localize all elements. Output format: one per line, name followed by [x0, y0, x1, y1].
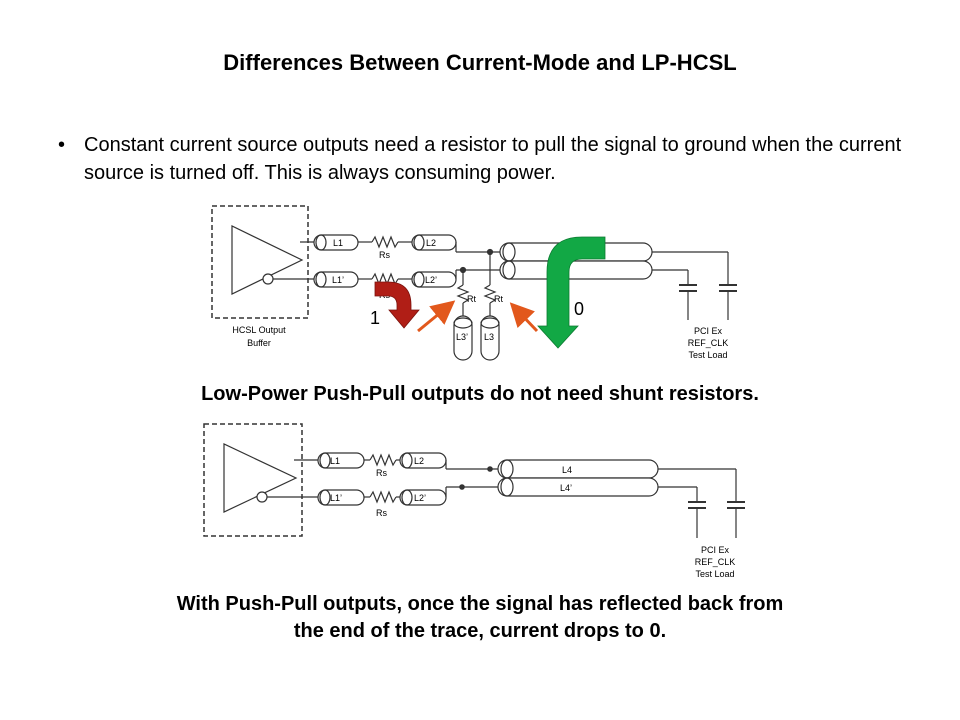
label-rt-right: Rt	[494, 294, 503, 304]
label-load-line1-bottom: PCI Ex	[701, 545, 730, 555]
resistor-rs-top	[371, 235, 399, 249]
resistor-rs-bottom-bottom	[369, 490, 397, 504]
push-pull-caption: Low-Power Push-Pull outputs do not need …	[201, 383, 759, 405]
red-current-arrow	[374, 281, 420, 329]
transmission-line-l4p	[497, 477, 659, 497]
conclusion-line-1: With Push-Pull outputs, once the signal …	[176, 593, 784, 615]
label-l4p: L4’	[560, 483, 572, 493]
label-rs-bottom-bottom: Rs	[376, 508, 387, 518]
conclusion-caption: With Push-Pull outputs, once the signal …	[0, 591, 960, 645]
label-load-line2: REF_CLK	[688, 338, 729, 348]
transmission-line-l4	[497, 459, 659, 479]
resistor-rt-left	[456, 284, 470, 304]
label-l2p: L2’	[425, 275, 437, 285]
label-rs-top: Rs	[379, 250, 390, 260]
label-rs-top-bottom: Rs	[376, 468, 387, 478]
label-l2p-bottom: L2’	[414, 493, 426, 503]
inverting-bubble-bottom	[256, 491, 268, 503]
bullet-dot: •	[58, 134, 66, 156]
push-pull-circuit-diagram	[203, 423, 745, 538]
label-l4: L4	[562, 465, 572, 475]
label-buffer-line2: Buffer	[247, 338, 271, 348]
resistor-rt-right	[483, 284, 497, 304]
transmission-line-long-bottom	[499, 260, 653, 280]
hcsl-buffer-box	[211, 205, 309, 319]
label-rt-left: Rt	[467, 294, 476, 304]
inverting-bubble	[262, 273, 274, 285]
label-l1: L1	[333, 238, 343, 248]
transmission-line-l1-bottom	[317, 452, 365, 469]
label-load-line3-bottom: Test Load	[695, 569, 734, 579]
label-buffer-line1: HCSL Output	[232, 325, 286, 335]
label-l2-bottom: L2	[414, 456, 424, 466]
orange-arrow-left	[417, 300, 456, 333]
label-l1-bottom: L1	[330, 456, 340, 466]
conclusion-line-2: the end of the trace, current drops to 0…	[293, 620, 667, 642]
push-pull-buffer-box	[203, 423, 303, 537]
label-l3: L3	[484, 332, 494, 342]
bullet-text: Constant current source outputs need a r…	[84, 134, 902, 184]
hcsl-circuit-diagram	[211, 205, 737, 361]
red-arrow-label: 1	[370, 308, 380, 328]
label-load-line3: Test Load	[688, 350, 727, 360]
green-arrow-label: 0	[574, 299, 584, 319]
label-load-line1: PCI Ex	[694, 326, 723, 336]
orange-arrow-right	[509, 302, 539, 333]
green-current-arrow	[537, 236, 606, 349]
label-l1p-bottom: L1’	[330, 493, 342, 503]
label-load-line2-bottom: REF_CLK	[695, 557, 736, 567]
slide-title: Differences Between Current-Mode and LP-…	[223, 50, 737, 75]
label-l3p: L3’	[456, 332, 468, 342]
resistor-rs-top-bottom	[369, 453, 397, 467]
label-l1p: L1’	[332, 275, 344, 285]
label-l2: L2	[426, 238, 436, 248]
